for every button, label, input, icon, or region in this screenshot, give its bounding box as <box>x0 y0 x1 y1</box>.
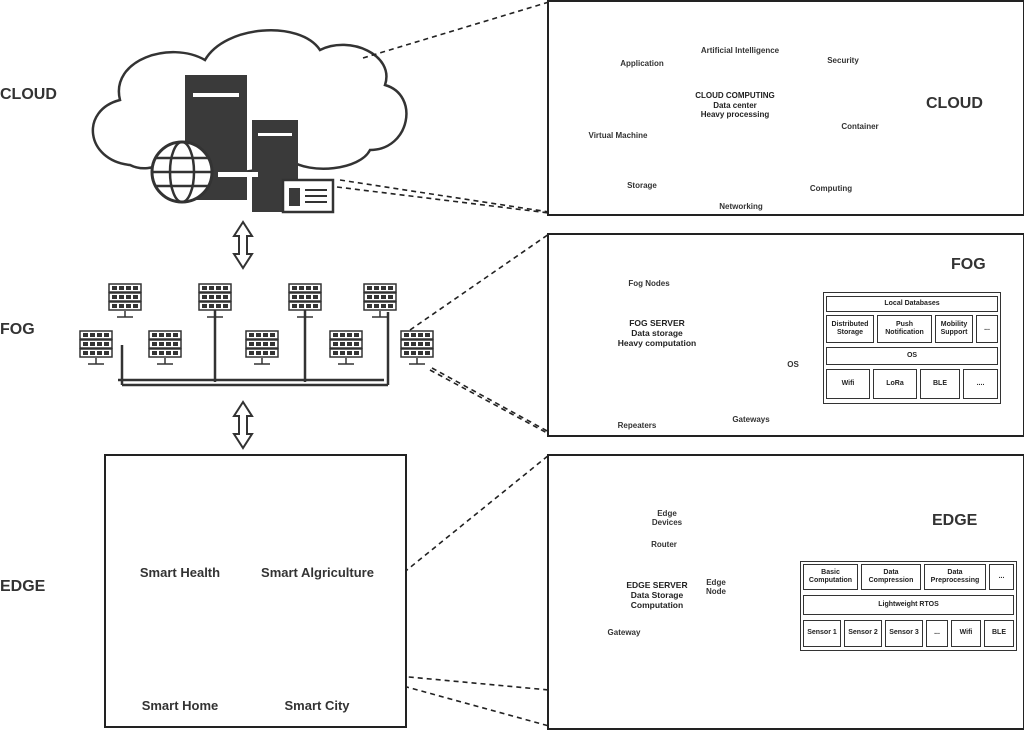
storage-label: Storage <box>627 181 657 190</box>
fog-server-center: FOG SERVER Data storage Heavy computatio… <box>607 318 707 349</box>
edge-applications-frame <box>104 454 407 728</box>
networking-label: Networking <box>719 202 763 211</box>
fog-server-icon <box>363 283 397 318</box>
edge-wifi-cell: Wifi <box>951 620 981 647</box>
fog-server-icon <box>198 283 232 318</box>
fog-server-icon <box>148 330 182 365</box>
fog-nodes-label: Fog Nodes <box>628 279 670 288</box>
fog-server-icon <box>108 283 142 318</box>
fog-center-line-3: Heavy computation <box>617 338 697 349</box>
cloud-fog-double-arrow <box>232 220 254 270</box>
fog-network-bus <box>118 310 390 387</box>
edge-ble-cell: BLE <box>984 620 1014 647</box>
container-label: Container <box>841 122 879 131</box>
sensor-3-cell: Sensor 3 <box>885 620 923 647</box>
sensors-more-cell: ... <box>926 620 948 647</box>
cloud-center-line-1: CLOUD COMPUTING <box>695 91 775 100</box>
fog-server-icon <box>400 330 434 365</box>
fog-server-icon <box>329 330 363 365</box>
edge-center-line-1: EDGE SERVER <box>626 580 688 590</box>
application-label: Application <box>620 59 664 68</box>
fog-edge-double-arrow <box>232 400 254 450</box>
data-compression-cell: Data Compression <box>861 564 921 590</box>
edge-layer-label: EDGE <box>0 578 46 595</box>
sensor-2-cell: Sensor 2 <box>844 620 882 647</box>
lora-cell: LoRa <box>873 369 917 399</box>
fog-os-cell: OS <box>826 347 998 365</box>
cloud-panel-title: CLOUD <box>926 95 983 112</box>
edge-server-center: EDGE SERVER Data Storage Computation <box>617 580 697 611</box>
wifi-cell: Wifi <box>826 369 870 399</box>
fog-protocols-more-cell: .... <box>963 369 998 399</box>
fog-server-rack-group <box>79 283 434 365</box>
computing-label: Computing <box>809 184 853 193</box>
smart-city-label: Smart City <box>284 698 350 713</box>
edge-devices-label: Edge Devices <box>651 509 683 528</box>
edge-node-label: Edge Node <box>706 578 726 597</box>
edge-center-line-3: Computation <box>630 600 684 611</box>
cloud-center-line-3: Heavy processing <box>700 110 770 120</box>
security-label: Security <box>827 56 859 65</box>
edge-functions-more-cell: ... <box>989 564 1014 590</box>
edge-gateway-label: Gateway <box>607 628 641 637</box>
fog-server-icon <box>79 330 113 365</box>
smart-health-label: Smart Health <box>139 565 221 580</box>
ble-cell: BLE <box>920 369 960 399</box>
fog-server-icon <box>245 330 279 365</box>
virtual-machine-label: Virtual Machine <box>588 131 648 140</box>
cloud-shape <box>91 29 408 175</box>
edge-panel-title: EDGE <box>932 512 978 529</box>
local-databases-cell: Local Databases <box>826 296 998 312</box>
mobility-support-cell: Mobility Support <box>935 315 973 343</box>
fog-os-label: OS <box>787 360 799 369</box>
fog-panel-title: FOG <box>951 256 986 273</box>
cloud-center-line-2: Data center <box>713 100 757 110</box>
datacenter-server-icon <box>185 75 335 214</box>
router-label: Router <box>651 540 677 549</box>
cloud-computing-center: CLOUD COMPUTING Data center Heavy proces… <box>680 91 790 120</box>
globe-icon <box>150 140 214 204</box>
gateways-label: Gateways <box>732 415 770 424</box>
fog-center-line-2: Data storage <box>631 328 683 339</box>
sensor-1-cell: Sensor 1 <box>803 620 841 647</box>
ai-label: Artificial Intelligence <box>700 46 780 55</box>
smart-home-label: Smart Home <box>141 698 219 713</box>
basic-computation-cell: Basic Computation <box>803 564 858 590</box>
fog-layer-label: FOG <box>0 321 35 338</box>
push-notification-cell: Push Notification <box>877 315 932 343</box>
fog-services-more-cell: ... <box>976 315 998 343</box>
fog-server-icon <box>288 283 322 318</box>
distributed-storage-cell: Distributed Storage <box>826 315 874 343</box>
lightweight-rtos-cell: Lightweight RTOS <box>803 595 1014 615</box>
cloud-layer-label: CLOUD <box>0 86 57 103</box>
fog-center-line-1: FOG SERVER <box>629 318 685 328</box>
smart-agriculture-label: Smart Algriculture <box>261 565 374 580</box>
data-preprocessing-cell: Data Preprocessing <box>924 564 986 590</box>
repeaters-label: Repeaters <box>617 421 657 430</box>
edge-center-line-2: Data Storage <box>630 590 684 601</box>
cloud-detail-panel <box>547 0 1024 216</box>
